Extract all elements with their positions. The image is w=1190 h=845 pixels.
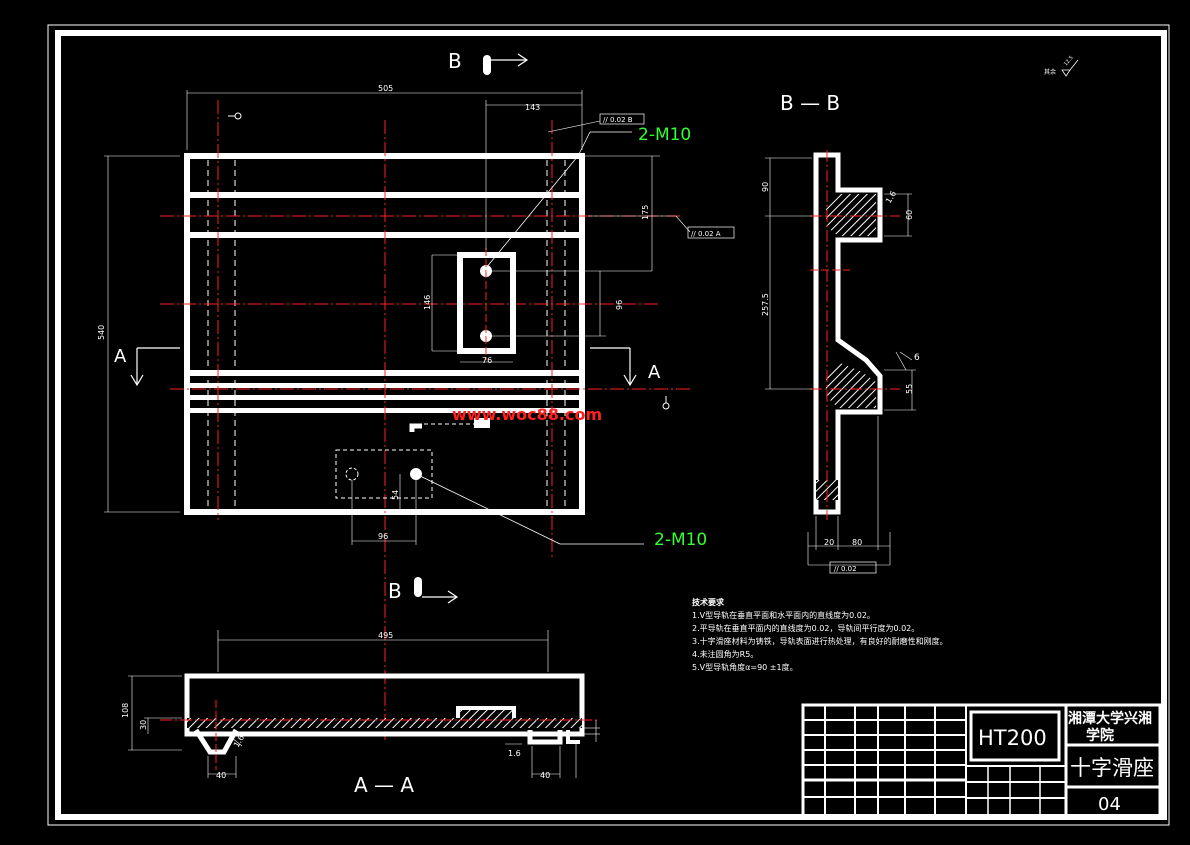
technical-requirement-item: 5.V型导轨角度α=90 ±1度。 [692,663,798,672]
title-drawing-no: 04 [1098,794,1121,815]
title-school-line1: 湘潭大学兴湘 [1068,710,1152,727]
dim-505: 505 [378,84,393,93]
dim-60: 60 [905,210,914,220]
dim-16b: 1.6 [508,749,521,758]
main-view [104,53,691,740]
dim-76: 76 [482,356,492,365]
tolerance-frame-right: // 0.02 A [687,226,735,239]
roughness-symbol [1061,59,1079,77]
dim-96b: 96 [378,532,388,541]
section-label-a-right: A [648,362,661,383]
dim-16c: 1.6 [884,189,898,205]
title-block [801,703,1162,819]
section-title-aa: A — A [354,773,414,797]
tolerance-frame-top: // 0.02 B [599,113,645,125]
roughness-note: 其余 [1044,68,1056,76]
section-label-a-left: A [114,346,127,367]
inner-frame [55,30,1167,820]
tolerance-frame-bb: // 0.02 [829,561,877,574]
outer-frame [47,24,1170,826]
dim-2575: 257.5 [761,293,770,316]
tolerance-bb-text: // 0.02 [834,565,857,573]
technical-requirement-item: 2.平导轨在垂直平面内的直线度为0.02，导轨间平行度为0.02。 [692,624,920,633]
technical-requirements: 技术要求 1.V型导轨在垂直平面和水平面内的直线度为0.02。 2.平导轨在垂直… [692,596,948,674]
section-label-b-top: B [448,49,462,73]
title-part-name: 十字滑座 [1070,756,1154,780]
thread-callout-bottom: 2-M10 [654,530,707,550]
technical-requirements-title: 技术要求 [692,598,724,607]
section-title-bb: B — B [780,91,840,115]
section-aa-view [128,630,600,778]
dim-40b: 40 [540,771,550,780]
dim-540: 540 [97,325,106,340]
dim-96: 96 [615,300,624,310]
watermark-text: www.woc88.com [452,405,602,424]
dim-80: 80 [852,538,862,547]
tolerance-top-text: // 0.02 B [603,116,633,124]
technical-requirement-item: 1.V型导轨在垂直平面和水平面内的直线度为0.02。 [692,611,875,620]
section-bb-view [765,150,916,566]
dim-54: 54 [391,490,400,500]
dim-30: 30 [139,720,148,730]
dim-495: 495 [378,631,393,640]
dim-20: 20 [824,538,834,547]
tolerance-right-text: // 0.02 A [691,230,721,238]
dim-6: 6 [914,353,920,363]
technical-requirement-item: 3.十字滑座材料为铸铁，导轨表面进行热处理，有良好的耐磨性和刚度。 [692,637,948,646]
dim-146: 146 [423,295,432,310]
dim-143: 143 [525,103,540,112]
title-material: HT200 [978,726,1047,750]
title-school-line2: 学院 [1086,727,1114,744]
thread-callout-top: 2-M10 [638,125,691,145]
technical-requirement-item: 4.未注圆角为R5。 [692,650,759,659]
dim-90: 90 [761,182,770,192]
dim-175: 175 [641,205,650,220]
dim-40a: 40 [216,771,226,780]
dim-55: 55 [905,384,914,394]
dim-108: 108 [121,703,130,718]
roughness-value: 12.5 [1063,55,1075,67]
section-label-b-bottom: B [388,579,402,603]
